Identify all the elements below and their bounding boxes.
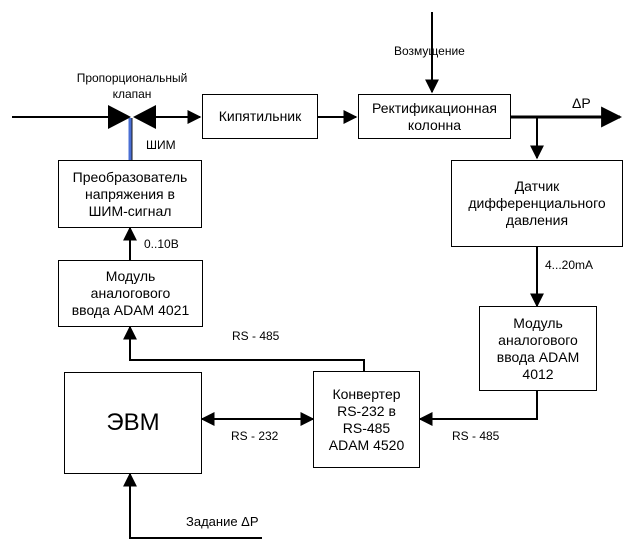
- boiler-block: Кипятильник: [202, 94, 318, 139]
- pwm-label: ШИМ: [146, 138, 176, 152]
- sensor-block: Датчик дифференциального давления: [451, 160, 623, 247]
- rs-converter-label: Конвертер RS-232 в RS-485 ADAM 4520: [328, 385, 405, 453]
- valve-icon: [108, 105, 156, 129]
- column-label: Ректификационная колонна: [371, 99, 498, 133]
- module-4012-label: Модуль аналогового ввода ADAM 4012: [496, 314, 580, 382]
- rs485-top-label: RS - 485: [232, 329, 280, 343]
- computer-block: ЭВМ: [64, 372, 202, 474]
- column-block: Ректификационная колонна: [358, 94, 511, 139]
- rs232-label: RS - 232: [231, 429, 279, 443]
- boiler-label: Кипятильник: [218, 108, 302, 124]
- sensor-label: Датчик дифференциального давления: [468, 178, 606, 228]
- converter-to-4021-arrow: [123, 325, 365, 371]
- module-4021-block: Модуль аналогового ввода ADAM 4021: [58, 260, 203, 327]
- rs485-right-label: RS - 485: [452, 429, 500, 443]
- rs-converter-block: Конвертер RS-232 в RS-485 ADAM 4520: [313, 371, 420, 468]
- voltage-label: 0..10В: [144, 237, 179, 251]
- current-label: 4...20mA: [545, 258, 594, 272]
- computer-label: ЭВМ: [106, 409, 160, 436]
- delta-p-label: ΔP: [572, 95, 591, 111]
- module-4012-block: Модуль аналогового ввода ADAM 4012: [479, 306, 597, 391]
- valve-label: Пропорциональный клапан: [76, 71, 188, 101]
- pwm-converter-label: Преобразователь напряжения в ШИМ-сигнал: [72, 168, 188, 219]
- 4012-to-converter-arrow: [418, 391, 538, 426]
- disturbance-label: Возмущение: [394, 44, 465, 58]
- pwm-converter-block: Преобразователь напряжения в ШИМ-сигнал: [58, 160, 202, 228]
- setpoint-arrow: [123, 472, 262, 539]
- setpoint-label: Задание ΔP: [186, 514, 259, 529]
- module-4021-label: Модуль аналогового ввода ADAM 4021: [71, 268, 190, 318]
